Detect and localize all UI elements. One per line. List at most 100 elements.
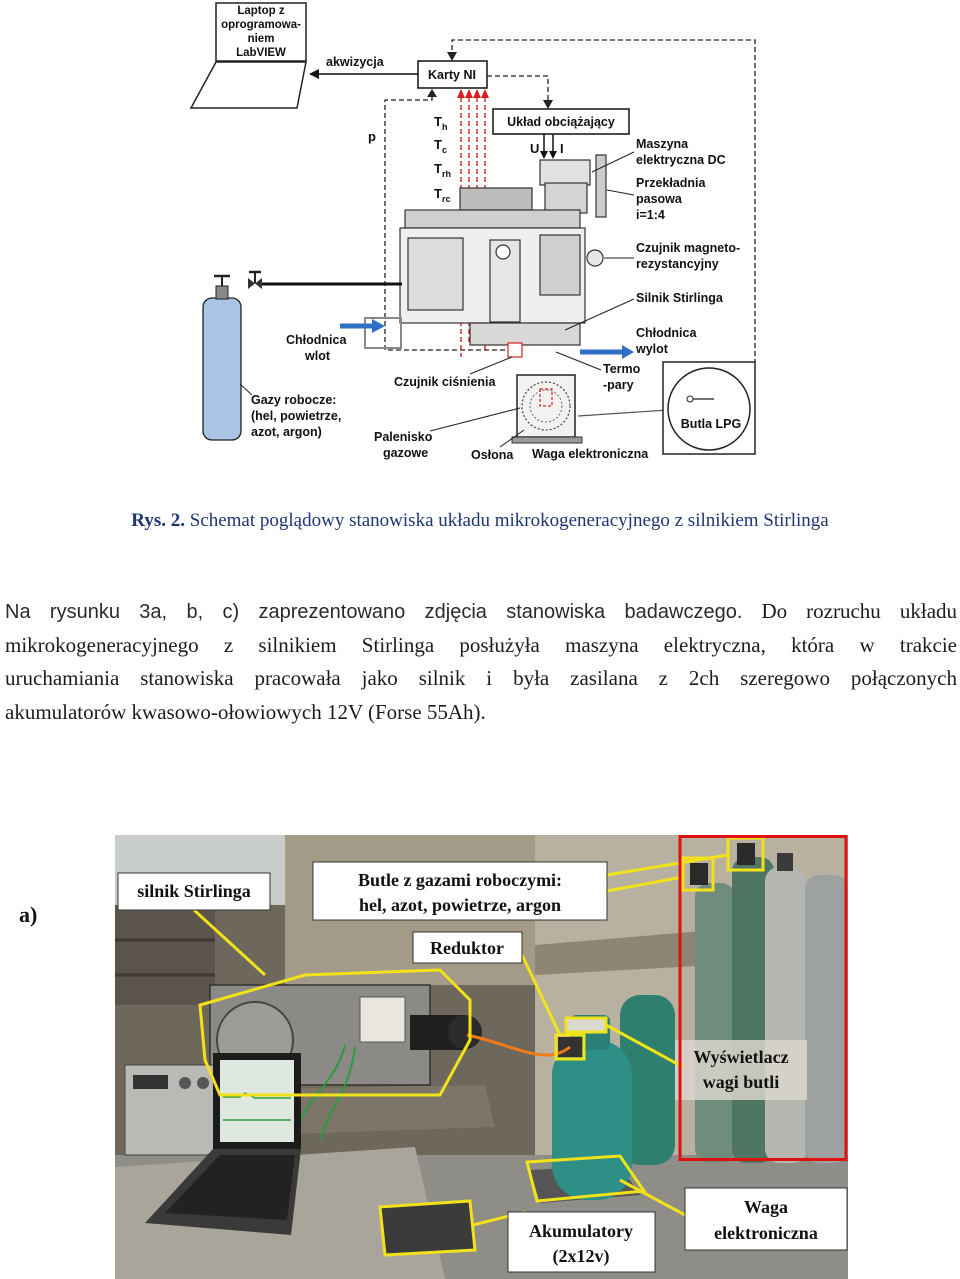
stirling-label: silnik Stirlinga xyxy=(137,881,251,901)
scale-signal-line xyxy=(451,39,756,362)
belt-gear-ratio: i=1:4 xyxy=(636,208,665,222)
cooler-outlet-arrowhead xyxy=(622,345,634,359)
cylinder-valve-icon xyxy=(777,853,793,871)
cylinders-label-box xyxy=(312,861,608,921)
cylinders-label: Butle z gazami roboczymi: xyxy=(358,870,562,890)
cooler-outlet-label: wylot xyxy=(635,342,669,356)
power-supply-display xyxy=(133,1075,168,1089)
laptop-icon xyxy=(189,2,307,109)
cylinders-frame xyxy=(678,835,848,1161)
voltage-label: U xyxy=(530,141,539,156)
current-label: I xyxy=(560,141,564,156)
control-box xyxy=(359,996,406,1043)
temp-symbol: T xyxy=(434,161,442,176)
batteries-label: (2x12v) xyxy=(553,1246,610,1267)
laptop-label-line: niem xyxy=(248,33,275,45)
leader-line xyxy=(564,298,635,331)
lpg-valve-icon xyxy=(686,395,694,403)
magneto-sensor-icon xyxy=(586,249,604,267)
setup-schematic: Laptop z oprogramowa- niem LabVIEW akwiz… xyxy=(189,2,756,462)
dc-machine-label: Maszyna xyxy=(636,137,689,151)
cooler-inlet-label: Chłodnica xyxy=(286,333,347,347)
display-label: wagi butli xyxy=(703,1072,780,1092)
temp-subscript: rc xyxy=(442,194,451,204)
gas-cylinder-icon xyxy=(202,270,262,441)
stirling-engine-label: Silnik Stirlinga xyxy=(636,291,724,305)
scale-plate xyxy=(511,436,583,444)
cabinet xyxy=(535,930,715,975)
magneto-sensor-label: Czujnik magneto- xyxy=(636,241,740,255)
gas-cylinder-neck xyxy=(215,285,229,300)
engine-top-vent xyxy=(459,187,533,211)
engine-base xyxy=(469,322,581,346)
current-arrowhead xyxy=(549,151,557,159)
magneto-sensor-label: rezystancyjny xyxy=(636,257,719,271)
engine-cylinder xyxy=(407,237,464,311)
cylinder-valve-icon xyxy=(737,843,755,865)
lpg-bottle xyxy=(552,1040,632,1200)
thermocouple-arrowhead xyxy=(457,89,465,98)
acquisition-label: akwizycja xyxy=(326,55,385,69)
paragraph-line: akumulatorów kwasowo-ołowiowych 12V (For… xyxy=(5,699,486,724)
shelf xyxy=(115,905,215,1005)
engine-crankcase xyxy=(539,234,581,296)
display-label: Wyświetlacz xyxy=(693,1047,788,1067)
screen-trace xyxy=(223,1092,291,1099)
temp-label-trh: Trh xyxy=(434,161,451,179)
thermocouple-arrowheads xyxy=(457,89,489,98)
valve-highlight xyxy=(681,856,715,892)
gas-hose xyxy=(466,1033,571,1057)
laptop-label-line: LabVIEW xyxy=(236,47,286,59)
engine-highlight xyxy=(198,968,472,1097)
dc-motor-end xyxy=(448,1015,482,1049)
temp-symbol: T xyxy=(434,114,442,129)
temp-label-tc: Tc xyxy=(434,137,447,155)
leader-line xyxy=(499,429,525,448)
pressure-signal-label: p xyxy=(368,129,376,144)
cylinder-valve-icon xyxy=(690,863,708,885)
highlight-leader xyxy=(606,853,729,877)
dc-machine-mount xyxy=(544,182,588,214)
figure-caption-text: Schemat poglądowy stanowiska układu mikr… xyxy=(189,510,829,531)
cylinders-label: hel, azot, powietrze, argon xyxy=(359,895,561,915)
highlight-leader xyxy=(520,954,562,1036)
leader-line xyxy=(429,407,521,432)
display-label-backdrop xyxy=(675,1040,807,1100)
burner-thermocouple xyxy=(539,388,553,407)
scale-display xyxy=(566,1018,606,1032)
gas-cylinder-body xyxy=(202,297,242,441)
dc-machine-housing xyxy=(539,159,591,186)
pressure-sensor-icon xyxy=(507,342,523,358)
belt-gear-label: Przekładnia xyxy=(636,176,707,190)
working-gases-label: (hel, powietrze, xyxy=(251,409,341,423)
thermocouple-arrowhead xyxy=(465,89,473,98)
scale-label-box xyxy=(684,1187,848,1251)
thermocouples-label: -pary xyxy=(603,378,634,392)
highlight-leader xyxy=(606,875,684,893)
load-control-line xyxy=(487,75,549,101)
leader-line xyxy=(591,151,635,173)
pressure-sensor-label: Czujnik ciśnienia xyxy=(394,375,496,389)
highlight-leader xyxy=(605,1023,684,1069)
lpg-hose xyxy=(577,409,669,417)
laptop-keyboard xyxy=(165,1155,295,1220)
dc-machine-label: elektryczna DC xyxy=(636,153,726,167)
leader-line xyxy=(469,356,513,375)
temp-subscript: c xyxy=(442,145,447,155)
engine-top-plate xyxy=(404,209,581,229)
load-control-arrowhead xyxy=(543,100,553,109)
batteries-label: Akumulatory xyxy=(529,1221,633,1241)
burner-coil-inner xyxy=(529,389,563,423)
valve-icon xyxy=(248,278,262,289)
load-system-label: Układ obciążający xyxy=(507,115,615,129)
knob-icon xyxy=(179,1077,191,1089)
paragraph-sentence: Na rysunku 3a, b, c) zaprezentowano zdję… xyxy=(5,601,743,623)
battery-highlight xyxy=(378,1199,477,1257)
belt-gear-label: pasowa xyxy=(636,192,683,206)
gas-cylinder xyxy=(805,875,848,1163)
laptop-screen xyxy=(220,1060,294,1142)
cooler-inlet-pipe xyxy=(364,317,402,349)
scale-label: elektroniczna xyxy=(714,1223,818,1243)
shield-label: Osłona xyxy=(471,448,514,462)
cooler-inlet-arrowhead xyxy=(372,319,385,333)
